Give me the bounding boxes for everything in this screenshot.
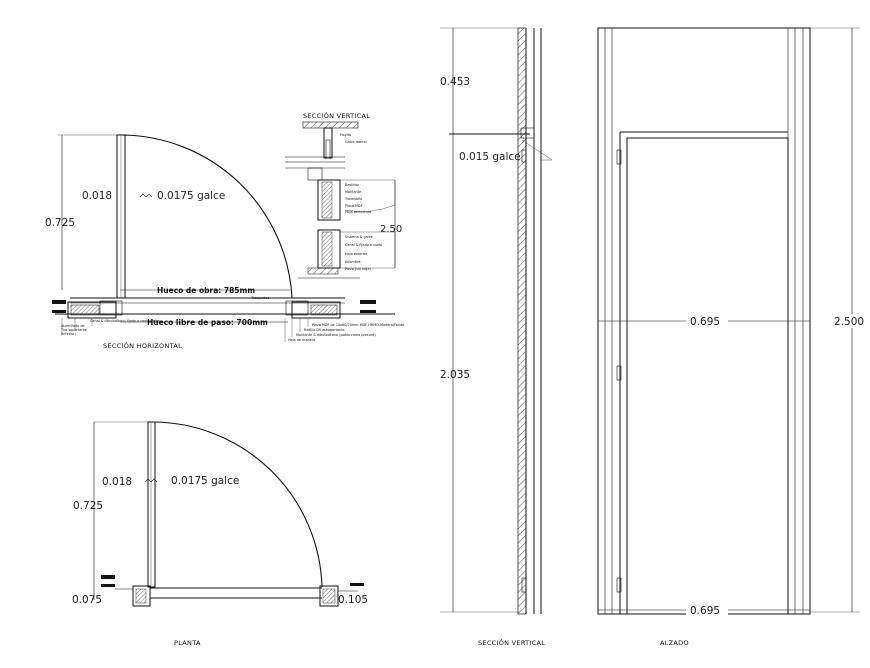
planta-left-jamb xyxy=(132,585,151,607)
note-left-a: Atornillado de xyxy=(61,324,85,328)
seccion-vertical-view: 0.453 0.015 galce 2.035 SECCIÓN VERTICAL xyxy=(440,27,553,647)
dim-height: 0.725 xyxy=(45,217,75,229)
note-r2: Rodillo DK autoportante xyxy=(304,328,345,332)
planta-right-jamb xyxy=(319,585,339,607)
detail-note-9: Canal & fijado a suelo xyxy=(345,243,382,247)
detail-note-10: Hoja exterior xyxy=(345,252,368,256)
planta-dim-height: 0.725 xyxy=(73,500,103,512)
planta-door-leaf xyxy=(147,421,156,588)
hueco-paso-label: Hueco libre de paso: 700mm xyxy=(147,318,268,327)
dim-galce: 0.0175 galce xyxy=(157,190,225,202)
detail-note-4: Montante xyxy=(345,190,361,194)
right-jamb xyxy=(291,301,341,319)
alzado-door-leaf xyxy=(626,137,789,615)
detail-title: SECCIÓN VERTICAL xyxy=(303,111,370,120)
hinge-top xyxy=(616,149,622,165)
alzado-view: 0.695 0.695 2.500 ALZADO xyxy=(597,27,868,647)
planta-dim-frame: 0.018 xyxy=(102,476,132,488)
wall-section-hatch xyxy=(517,27,527,615)
detail-note-12: Pieza (sin hoja) xyxy=(345,267,371,271)
note-left-b: Tira soportante xyxy=(60,328,87,332)
planta-swing-arc xyxy=(150,421,323,588)
alzado-dim-width-bottom: 0.695 xyxy=(690,605,720,617)
note-tapajuntas: Tapajuntas xyxy=(250,296,269,300)
detail-note-1: Hoyita xyxy=(340,133,351,137)
detail-note-3: Bastidor xyxy=(345,183,360,187)
seccion-vertical-detail: SECCIÓN VERTICAL 2.50 Hoyita Galce later… xyxy=(285,111,402,279)
caption-seccion-horizontal: SECCIÓN HORIZONTAL xyxy=(103,341,182,350)
sv-dim-mid: 2.035 xyxy=(440,369,470,381)
detail-dim: 2.50 xyxy=(380,224,402,235)
note-left-c: (interior) xyxy=(61,332,77,336)
door-swing-arc xyxy=(120,134,293,299)
note-left-d: Canal & dibuloditono fijado a cantoforma xyxy=(90,319,160,323)
caption-seccion-vertical: SECCIÓN VERTICAL xyxy=(478,638,545,647)
planta-dim-galce: 0.0175 galce xyxy=(171,475,239,487)
alzado-dim-width: 0.695 xyxy=(690,316,720,328)
detail-note-2: Galce lateral xyxy=(345,140,367,144)
caption-alzado: ALZADO xyxy=(660,639,689,647)
detail-note-6: Placa MDF xyxy=(345,204,363,208)
hueco-obra-label: Hueco de obra: 785mm xyxy=(157,286,255,295)
sv-dim-top: 0.453 xyxy=(440,76,470,88)
alzado-dim-height: 2.500 xyxy=(834,316,864,328)
hinge-bottom xyxy=(616,577,622,593)
seccion-horizontal-view: 0.725 0.018 0.0175 galce Hueco de obra: … xyxy=(45,134,404,350)
sv-dim-galce: 0.015 galce xyxy=(459,151,521,163)
caption-planta: PLANTA xyxy=(174,639,201,647)
dim-frame: 0.018 xyxy=(82,190,112,202)
planta-dim-right: 0.105 xyxy=(338,594,368,606)
detail-note-8: Sistema & galce xyxy=(345,235,373,239)
hinge-mid xyxy=(616,365,622,381)
detail-note-5: Travesaño xyxy=(344,197,362,201)
note-r4: Hoja de madera xyxy=(288,338,315,342)
detail-note-7: Hoja estructura xyxy=(345,210,371,214)
note-r3: Montante & dibuloditono (pobla cama prec… xyxy=(296,333,376,337)
note-r1: Pieza MDF de 10x60/70mm MDF-HRMO-Madera/… xyxy=(312,323,404,327)
planta-dim-left: 0.075 xyxy=(72,594,102,606)
planta-view: 0.725 0.018 0.0175 galce 0.075 0.105 PLA… xyxy=(72,421,368,647)
detail-note-11: Alfombra xyxy=(345,260,360,264)
